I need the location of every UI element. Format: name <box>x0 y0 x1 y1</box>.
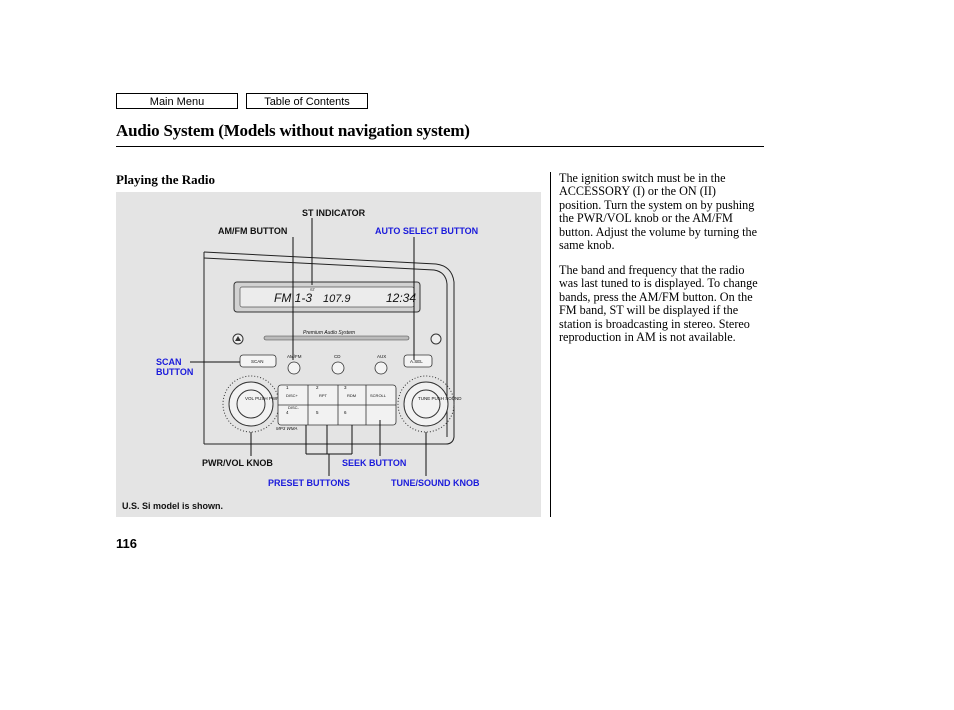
svg-text:CD: CD <box>334 354 341 359</box>
brand-label: Premium Audio System <box>303 330 355 336</box>
svg-text:A.SEL: A.SEL <box>410 359 423 364</box>
section-heading: Playing the Radio <box>116 172 215 187</box>
scan-button-shape <box>239 354 277 368</box>
title-rule <box>116 146 764 147</box>
tune-sound-knob <box>397 375 455 433</box>
preset-button-block <box>277 384 397 426</box>
svg-text:MP3 WMA: MP3 WMA <box>276 426 298 431</box>
pwr-vol-knob <box>222 375 280 433</box>
body-paragraph-2: The band and frequency that the radio wa… <box>559 263 758 345</box>
display-frequency: 107.9 <box>323 293 351 305</box>
radio-head-unit <box>203 251 455 445</box>
display-window: FM 1-3 107.9 12:34 ST <box>233 281 421 313</box>
svg-text:DISC+: DISC+ <box>286 393 299 398</box>
skip-icon <box>430 333 442 345</box>
callout-tune-sound-knob: TUNE/SOUND KNOB <box>391 478 480 488</box>
page-title: Audio System (Models without navigation … <box>116 121 470 140</box>
svg-text:RDM: RDM <box>347 393 356 398</box>
svg-text:3: 3 <box>344 385 347 390</box>
svg-text:AUX: AUX <box>377 354 386 359</box>
svg-text:VOL PUSH PWR: VOL PUSH PWR <box>245 396 280 401</box>
svg-text:2: 2 <box>316 385 319 390</box>
top-button-row <box>239 354 433 375</box>
svg-text:DISC-: DISC- <box>288 405 300 410</box>
svg-text:4: 4 <box>286 410 289 415</box>
callout-st-indicator: ST INDICATOR <box>302 208 366 218</box>
figure-caption: U.S. Si model is shown. <box>122 501 224 511</box>
svg-text:5: 5 <box>316 410 319 415</box>
svg-text:SCAN: SCAN <box>251 359 264 364</box>
callout-am-fm-button: AM/FM BUTTON <box>218 226 288 236</box>
page-number: 116 <box>116 536 137 551</box>
callout-scan-button: SCAN BUTTON <box>156 357 194 377</box>
body-paragraph-1: The ignition switch must be in the ACCES… <box>559 171 758 253</box>
svg-text:AM/FM: AM/FM <box>287 354 302 359</box>
cd-slot <box>263 335 410 341</box>
svg-text:TUNE PUSH SOUND: TUNE PUSH SOUND <box>418 396 462 401</box>
main-menu-button[interactable]: Main Menu <box>116 93 238 109</box>
audio-panel-illustration: FM 1-3 107.9 12:34 ST Premium Audio Syst… <box>190 218 462 476</box>
table-of-contents-button[interactable]: Table of Contents <box>246 93 368 109</box>
column-divider <box>550 172 551 517</box>
leader-lines <box>190 218 427 476</box>
callout-seek-button: SEEK BUTTON <box>342 458 407 468</box>
svg-text:RPT: RPT <box>319 393 328 398</box>
svg-text:6: 6 <box>344 410 347 415</box>
svg-text:1: 1 <box>286 385 289 390</box>
callout-preset-buttons: PRESET BUTTONS <box>268 478 350 488</box>
callout-auto-select-button: AUTO SELECT BUTTON <box>375 226 479 236</box>
svg-text:ST: ST <box>310 287 316 292</box>
svg-text:SCROLL: SCROLL <box>370 393 387 398</box>
display-clock: 12:34 <box>386 291 416 305</box>
callout-pwr-vol-knob: PWR/VOL KNOB <box>202 458 273 468</box>
audio-panel-figure: FM 1-3 107.9 12:34 ST Premium Audio Syst… <box>116 192 541 517</box>
